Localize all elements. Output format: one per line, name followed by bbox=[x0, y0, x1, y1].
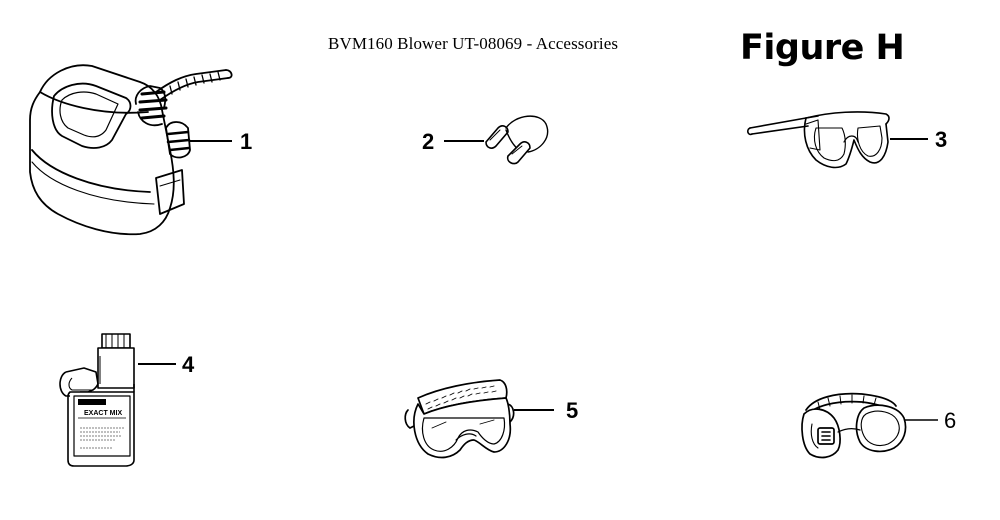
figure-label: Figure H bbox=[740, 28, 905, 68]
callout-3: 3 bbox=[935, 127, 947, 152]
safety-glasses-icon bbox=[747, 111, 890, 169]
ear-plugs-icon bbox=[485, 115, 549, 165]
callout-1: 1 bbox=[240, 129, 252, 154]
callout-6: 6 bbox=[944, 408, 956, 433]
bottle-brand-label: EXACT MIX bbox=[84, 410, 122, 417]
callout-4: 4 bbox=[182, 352, 195, 377]
ear-muffs-icon bbox=[801, 392, 907, 459]
fuel-can-icon bbox=[29, 64, 233, 236]
oil-bottle-icon bbox=[59, 333, 135, 467]
callout-2: 2 bbox=[422, 129, 434, 154]
goggles-icon bbox=[404, 379, 515, 459]
page-title: BVM160 Blower UT-08069 - Accessories bbox=[328, 34, 619, 53]
callout-5: 5 bbox=[566, 398, 578, 423]
